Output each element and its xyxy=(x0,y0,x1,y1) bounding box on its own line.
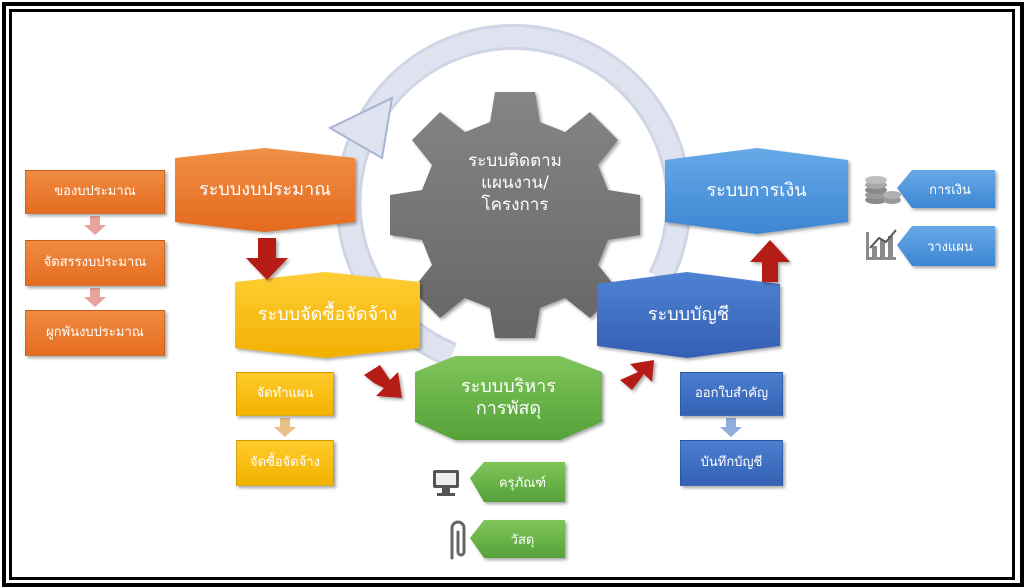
arrow-accounting-to-finance xyxy=(750,240,790,282)
procurement-step-purchase: จัดซื้อจัดจ้าง xyxy=(236,440,334,486)
center-gear-label: ระบบติดตาม แผนงาน/ โครงการ xyxy=(435,150,595,230)
supplies-label-line2: การพัสดุ xyxy=(475,398,542,419)
arrow-down-procurement xyxy=(274,418,296,437)
supplies-label-line1: ระบบบริหาร xyxy=(461,375,556,397)
finance-tag-finance-label: การเงิน xyxy=(929,182,971,198)
cycle-ring-arrow xyxy=(327,23,692,368)
budget-step-commit: ผูกพันงบประมาณ xyxy=(25,310,165,356)
budget-system-label: ระบบงบประมาณ xyxy=(199,178,331,200)
finance-tag-finance: การเงิน xyxy=(905,170,995,208)
arrow-budget-to-procurement xyxy=(246,238,288,280)
coins-icon xyxy=(865,176,901,204)
finance-tag-planning-label: วางแผน xyxy=(927,239,973,255)
supplies-system-label: ระบบบริหาร การพัสดุ xyxy=(415,360,602,436)
center-label-line1: ระบบติดตาม xyxy=(468,151,562,171)
finance-system-label: ระบบการเงิน xyxy=(706,179,807,201)
paperclip-icon xyxy=(450,520,466,560)
supplies-tag-materials-label: วัสดุ xyxy=(510,532,535,548)
gear-icon xyxy=(390,92,640,338)
center-label-line3: โครงการ xyxy=(481,195,549,216)
finance-system-hex xyxy=(665,148,848,234)
arrow-supplies-to-accounting xyxy=(620,360,654,390)
arrow-procurement-to-supplies xyxy=(364,365,402,398)
accounting-step-voucher: ออกใบสำคัญ xyxy=(680,372,783,416)
tag-shape-finance xyxy=(897,170,995,208)
center-label-line2: แผนงาน/ xyxy=(481,173,549,194)
arrow-down-budget-2 xyxy=(84,288,106,307)
budget-step-allocate: จัดสรรงบประมาณ xyxy=(25,240,165,286)
budget-system-hex xyxy=(175,148,355,232)
arrow-down-budget-1 xyxy=(84,216,106,235)
budget-step-request: ของบประมาณ xyxy=(25,170,165,214)
inner-frame xyxy=(9,9,1015,580)
supplies-tag-equipment: ครุภัณฑ์ xyxy=(480,462,565,502)
computer-icon xyxy=(433,470,459,496)
procurement-system-label: ระบบจัดซื้อจัดจ้าง xyxy=(257,303,398,325)
tag-shape-materials xyxy=(470,520,565,558)
accounting-system-label: ระบบบัญชี xyxy=(647,303,730,325)
supplies-tag-materials: วัสดุ xyxy=(480,520,565,558)
accounting-step-record: บันทึกบัญชี xyxy=(680,440,783,486)
procurement-step-plan: จัดทำแผน xyxy=(236,372,334,416)
tag-shape-planning xyxy=(897,226,995,266)
procurement-system-hex xyxy=(235,272,420,358)
supplies-tag-equipment-label: ครุภัณฑ์ xyxy=(498,475,547,491)
tag-shape-equipment xyxy=(470,462,565,502)
arrow-down-accounting xyxy=(720,418,742,437)
accounting-system-hex xyxy=(597,272,780,358)
finance-tag-planning: วางแผน xyxy=(905,226,995,266)
supplies-system-hex xyxy=(415,356,602,440)
chart-icon xyxy=(866,229,897,260)
